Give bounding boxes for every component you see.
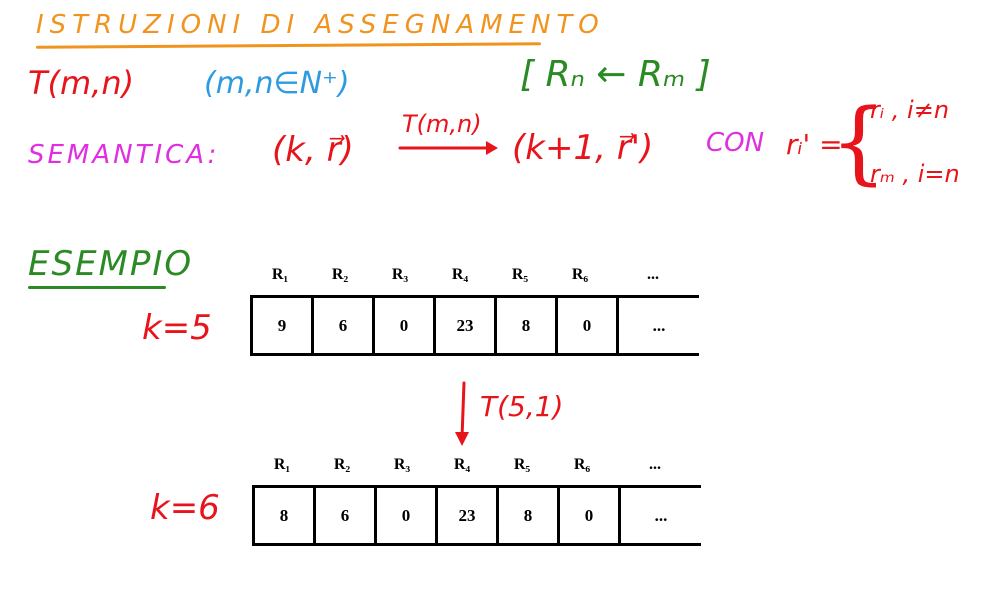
- register-value: 8: [497, 298, 558, 353]
- title-underline: [35, 42, 542, 49]
- page-title: ISTRUZIONI DI ASSEGNAMENTO: [36, 10, 605, 40]
- register-header: R₆: [571, 266, 589, 283]
- register-value: 0: [377, 488, 438, 543]
- instruction-notation: T(m,n): [28, 64, 135, 102]
- register-header: R₄: [451, 266, 469, 283]
- transition-label: T(m,n): [402, 110, 482, 138]
- register-value: ...: [654, 505, 668, 525]
- register-header: R₂: [331, 266, 349, 283]
- register-value: ...: [652, 315, 666, 335]
- register-header: R₃: [393, 456, 411, 473]
- register-value: 6: [314, 298, 375, 353]
- con-label: CON: [706, 128, 765, 158]
- register-header: R₅: [513, 456, 531, 473]
- instruction-domain: (m,n∈N⁺): [204, 66, 350, 101]
- k-after: k=6: [150, 488, 220, 528]
- register-value: 6: [316, 488, 377, 543]
- register-header: R₂: [333, 456, 351, 473]
- example-underline: [28, 286, 166, 289]
- register-header: R₅: [511, 266, 529, 283]
- r-prime-definition: rᵢ' =: [786, 128, 843, 161]
- register-header: ...: [649, 456, 661, 473]
- register-value: 0: [375, 298, 436, 353]
- register-value: 23: [436, 298, 497, 353]
- state-before: (k, r⃗): [272, 130, 354, 170]
- transition-arrow: [398, 141, 498, 155]
- register-header: R₁: [273, 456, 291, 473]
- state-after: (k+1, r⃗'): [512, 128, 654, 168]
- transform-arrow: [455, 381, 469, 446]
- case-assigned: rₘ , i=n: [870, 160, 960, 188]
- register-value: 0: [558, 298, 619, 353]
- transform-label: T(5,1): [480, 390, 564, 423]
- register-header: R₃: [391, 266, 409, 283]
- assignment-notation: [ Rₙ ← Rₘ ]: [520, 54, 711, 95]
- register-value: 9: [253, 298, 314, 353]
- register-header: R₄: [453, 456, 471, 473]
- example-label: ESEMPIO: [28, 244, 194, 284]
- cases-brace: {: [830, 90, 888, 195]
- register-header: R₁: [271, 266, 289, 283]
- register-value: 0: [560, 488, 621, 543]
- k-before: k=5: [142, 308, 212, 348]
- semantics-label: SEMANTICA:: [28, 140, 220, 170]
- register-value: 8: [255, 488, 316, 543]
- case-unchanged: rᵢ , i≠n: [870, 96, 950, 124]
- register-value: 8: [499, 488, 560, 543]
- register-value: 23: [438, 488, 499, 543]
- register-header: ...: [647, 266, 659, 283]
- register-header: R₆: [573, 456, 591, 473]
